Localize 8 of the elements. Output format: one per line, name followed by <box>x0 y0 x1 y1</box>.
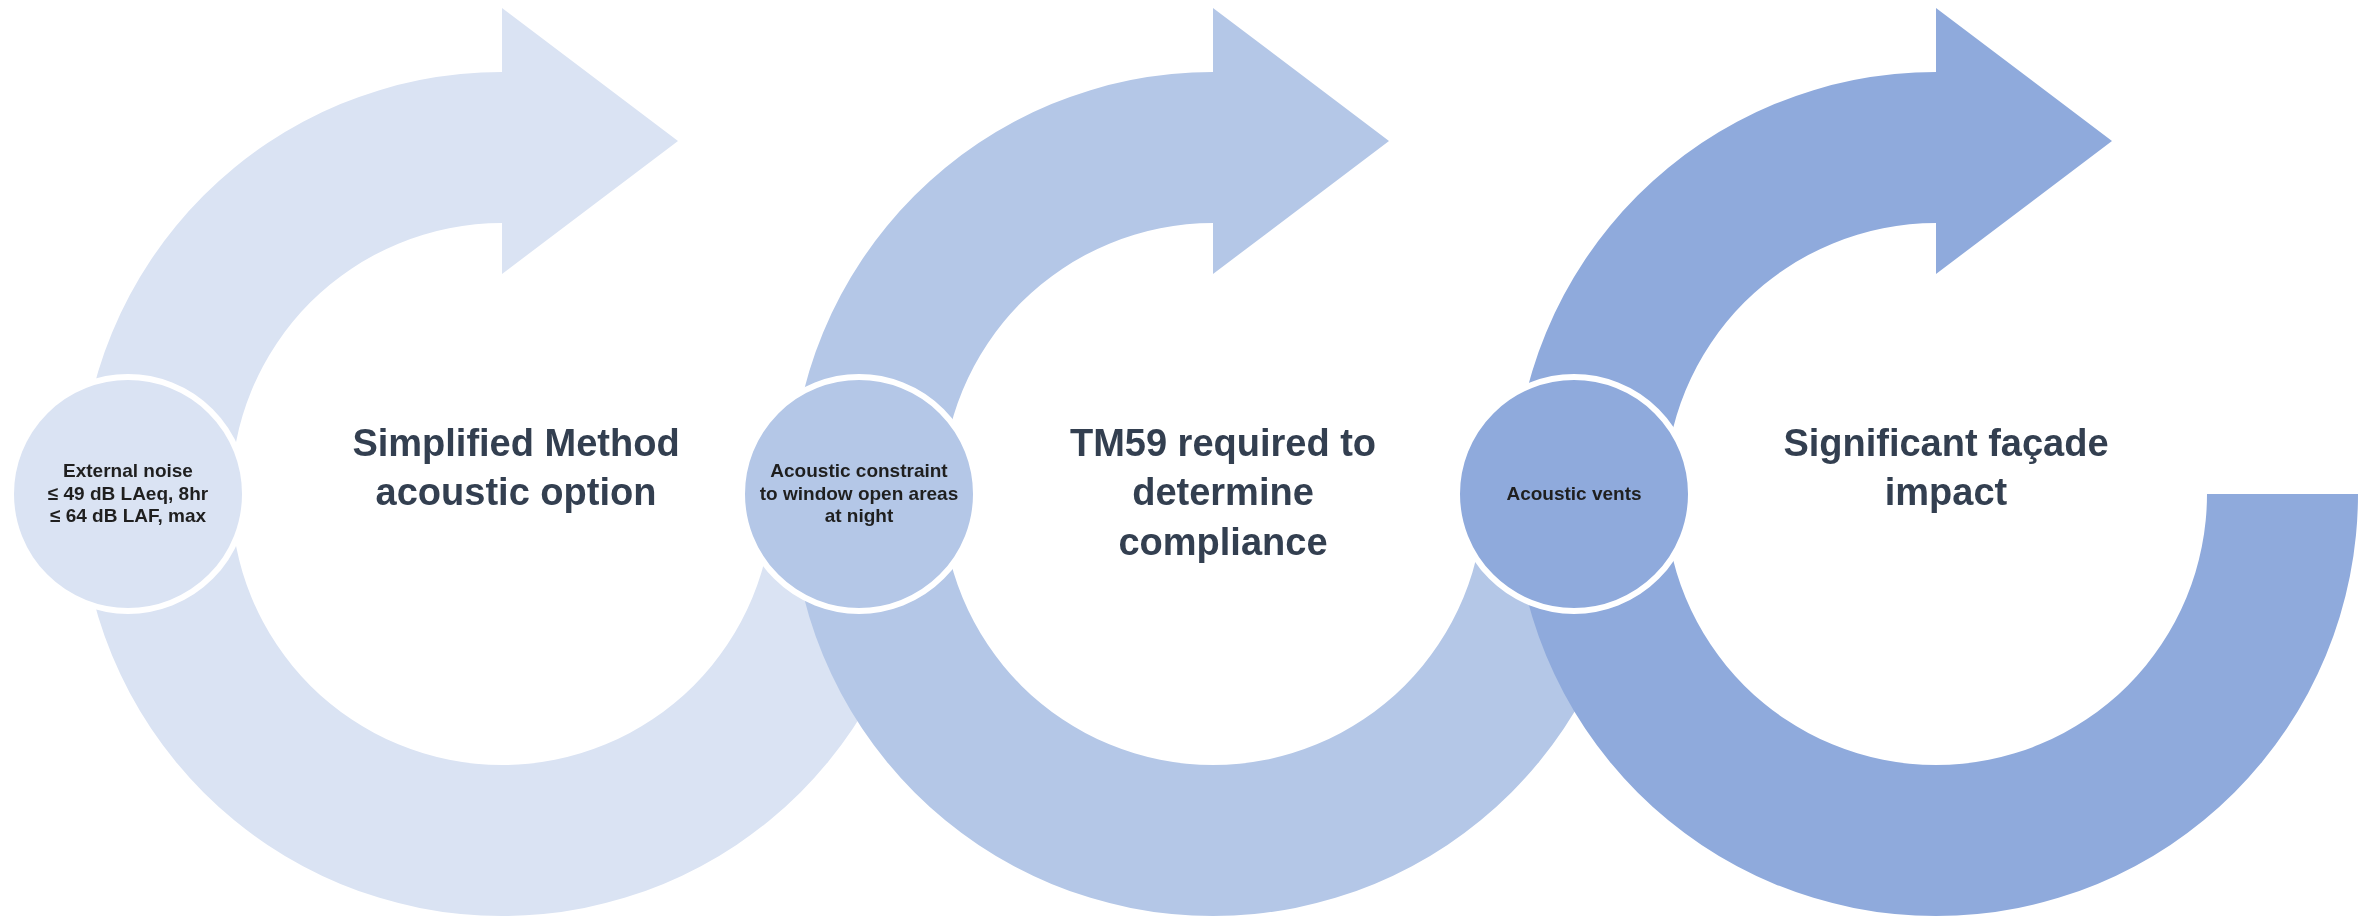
circle-label: ≤ 49 dB LAeq, 8hr <box>47 482 209 506</box>
circle-label: External noise <box>63 459 193 483</box>
circle-label: ≤ 64 dB LAF, max <box>49 505 207 529</box>
stage-label: TM59 required to determine compliance <box>1068 421 1378 565</box>
stage-label: Simplified Method acoustic option <box>351 421 681 516</box>
stage-label: Significant façade impact <box>1782 421 2110 516</box>
circle-label: Acoustic constraint to window open areas at night <box>759 459 959 529</box>
circle-label: Acoustic vents <box>1506 482 1642 506</box>
